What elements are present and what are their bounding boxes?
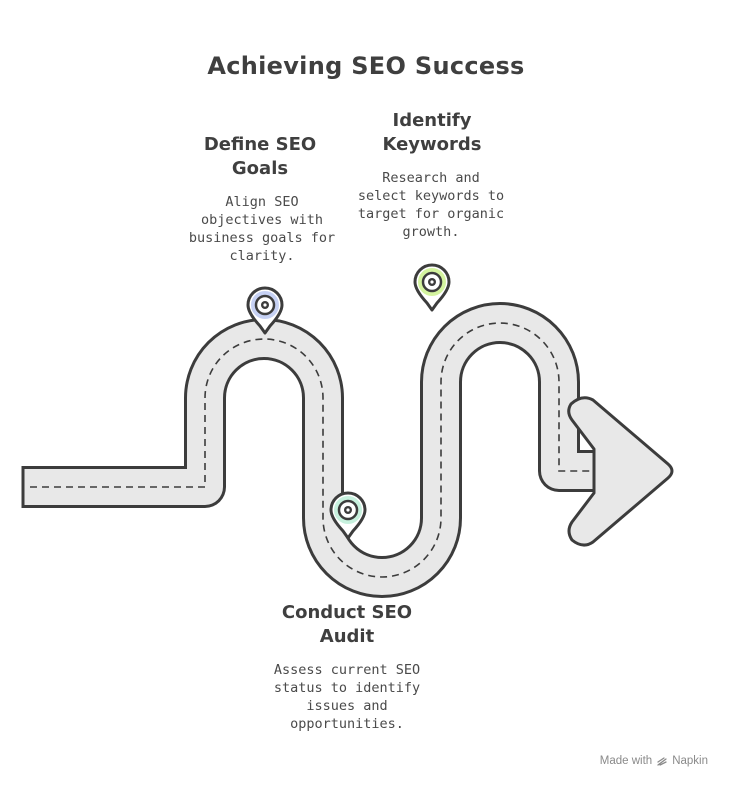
road-arrow-head [567,396,674,547]
step-conduct-audit-marker [329,491,367,540]
step-identify-keywords-description: Research and select keywords to target f… [357,170,505,240]
step-identify-keywords-title: Identify Keywords [382,110,482,155]
road-center-line [30,322,600,578]
step-identify-keywords-marker [413,263,451,312]
made-with-label: Made with [599,755,653,767]
diagram-title: Achieving SEO Success [207,52,525,80]
step-define-goals-title: Define SEO Goals [203,134,317,179]
napkin-logo-icon [657,757,667,766]
step-define-goals-marker [246,286,284,335]
napkin-brand-label: Napkin [672,755,708,767]
step-conduct-audit-description: Assess current SEO status to identify is… [273,662,421,732]
step-define-goals-description: Align SEO objectives with business goals… [188,194,336,264]
step-conduct-audit-title: Conduct SEO Audit [281,602,413,647]
made-with-napkin-footer: Made with Napkin [600,755,708,767]
